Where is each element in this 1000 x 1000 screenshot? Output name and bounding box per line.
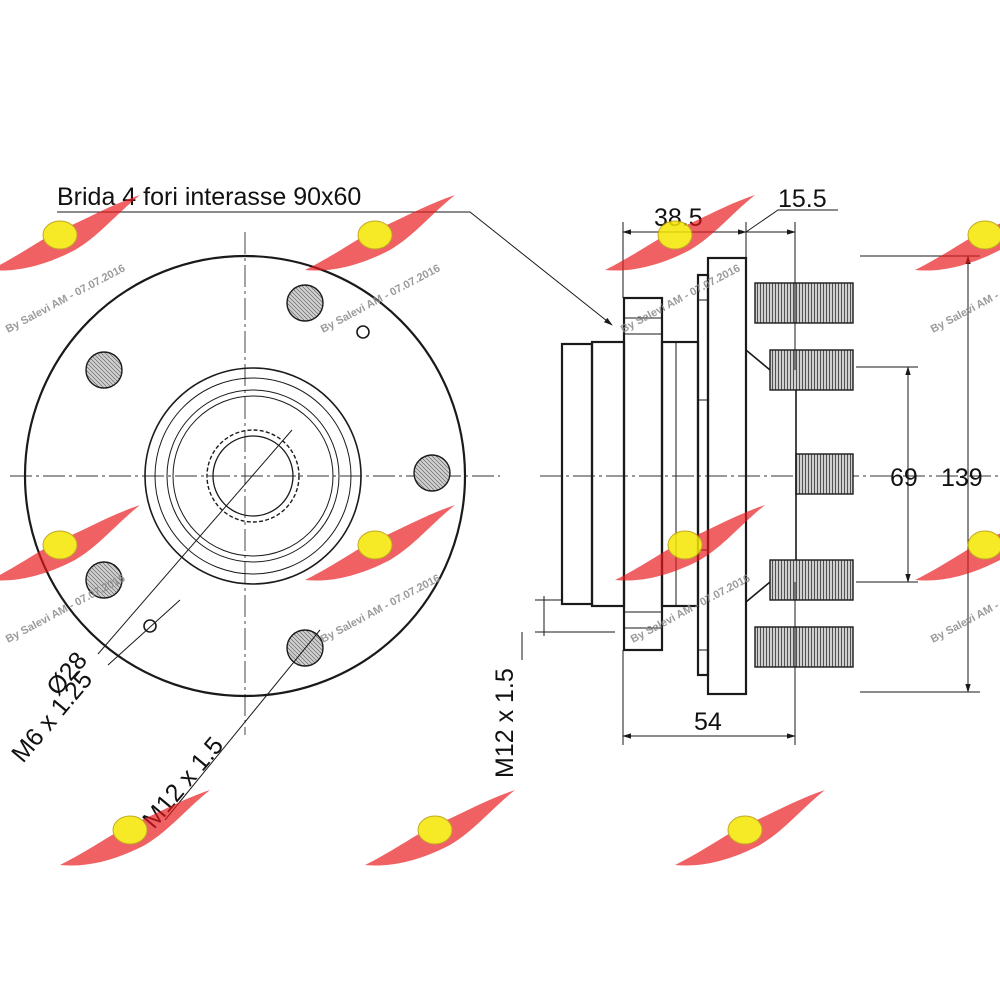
m12-side-thread-label: M12 x 1.5 <box>491 668 519 778</box>
watermark-badge-icon <box>667 530 703 560</box>
watermark-logo: By Salevi AM - 07.07.2016 <box>305 505 455 646</box>
watermark-badge-icon <box>42 220 78 250</box>
stud-5 <box>754 626 854 668</box>
watermark-text: By Salevi AM - 07.07.2016 <box>629 572 753 645</box>
stud-hole-left <box>85 351 123 389</box>
stud-hole-lower-left <box>85 561 123 599</box>
watermark-logo <box>675 790 825 866</box>
watermark-logo: By Salevi AM - 07.07.2016 <box>915 530 1000 646</box>
watermark-logo: By Salevi AM - 07.07.2016 <box>0 195 140 336</box>
bearing-inner-body <box>560 342 594 606</box>
hub-outer-ring <box>144 367 362 585</box>
mounting-flange <box>622 296 664 652</box>
hub-ring-3 <box>166 389 340 563</box>
flange-note: Brida 4 fori interasse 90x60 <box>57 183 361 211</box>
watermark-logo: By Salevi AM - 07.07.2016 <box>305 195 455 336</box>
watermark-logo <box>365 790 515 866</box>
watermark-badge-icon <box>357 530 393 560</box>
watermark-text: By Salevi AM - 07.07.2016 <box>319 572 443 645</box>
stud-3 <box>795 453 854 495</box>
stud-2 <box>769 349 854 391</box>
stud-hole-top <box>286 284 324 322</box>
watermark-text: By Salevi AM - 07.07.2016 <box>4 572 128 645</box>
watermark-text: By Salevi AM - 07.07.2016 <box>319 262 443 335</box>
wheel-studs <box>754 282 854 668</box>
dia28-leader <box>97 429 293 655</box>
flange-outline <box>23 254 467 698</box>
watermark-text: By Salevi AM - 07.07.2016 <box>4 262 128 335</box>
watermark-badge-icon <box>357 220 393 250</box>
watermark-logo: By Salevi AM - 07.07.2016 <box>0 505 140 646</box>
m6-hole-bottom <box>143 619 157 633</box>
watermark-badge-icon <box>967 220 1000 250</box>
dim-54-label: 54 <box>694 708 722 736</box>
m12-front-leader <box>164 629 321 821</box>
spline-bore <box>206 429 300 523</box>
watermark-text: By Salevi AM - 07.07.2016 <box>929 262 1000 335</box>
stud-4 <box>769 559 854 601</box>
side-view: 38.5 15.5 54 69 139 M12 x 1.5 <box>491 185 1000 778</box>
watermark-logo <box>60 790 210 866</box>
flange-note-leader <box>57 211 613 326</box>
watermark-logo: By Salevi AM - 07.07.2016 <box>915 220 1000 336</box>
dim-139-label: 139 <box>941 464 983 492</box>
bearing-body <box>590 340 626 608</box>
m6-hole-top <box>356 325 370 339</box>
stud-hole-right <box>413 454 451 492</box>
watermark-badge-icon <box>727 815 763 845</box>
dim-15-5-label: 15.5 <box>778 185 827 213</box>
m6-leader <box>107 599 181 666</box>
watermark-logo: By Salevi AM - 07.07.2016 <box>615 505 765 646</box>
dim-69-label: 69 <box>890 464 918 492</box>
stud-holes <box>85 284 451 667</box>
flange-face-step <box>696 273 710 677</box>
stud-1 <box>754 282 854 324</box>
watermark-badge-icon <box>417 815 453 845</box>
watermark-badge-icon <box>657 220 693 250</box>
hub-ring-2 <box>154 377 352 575</box>
watermark-badge-icon <box>967 530 1000 560</box>
hub-ring-4 <box>172 395 334 557</box>
watermark-badge-icon <box>42 530 78 560</box>
watermark-badge-icon <box>112 815 148 845</box>
watermark-text: By Salevi AM - 07.07.2016 <box>929 572 1000 645</box>
